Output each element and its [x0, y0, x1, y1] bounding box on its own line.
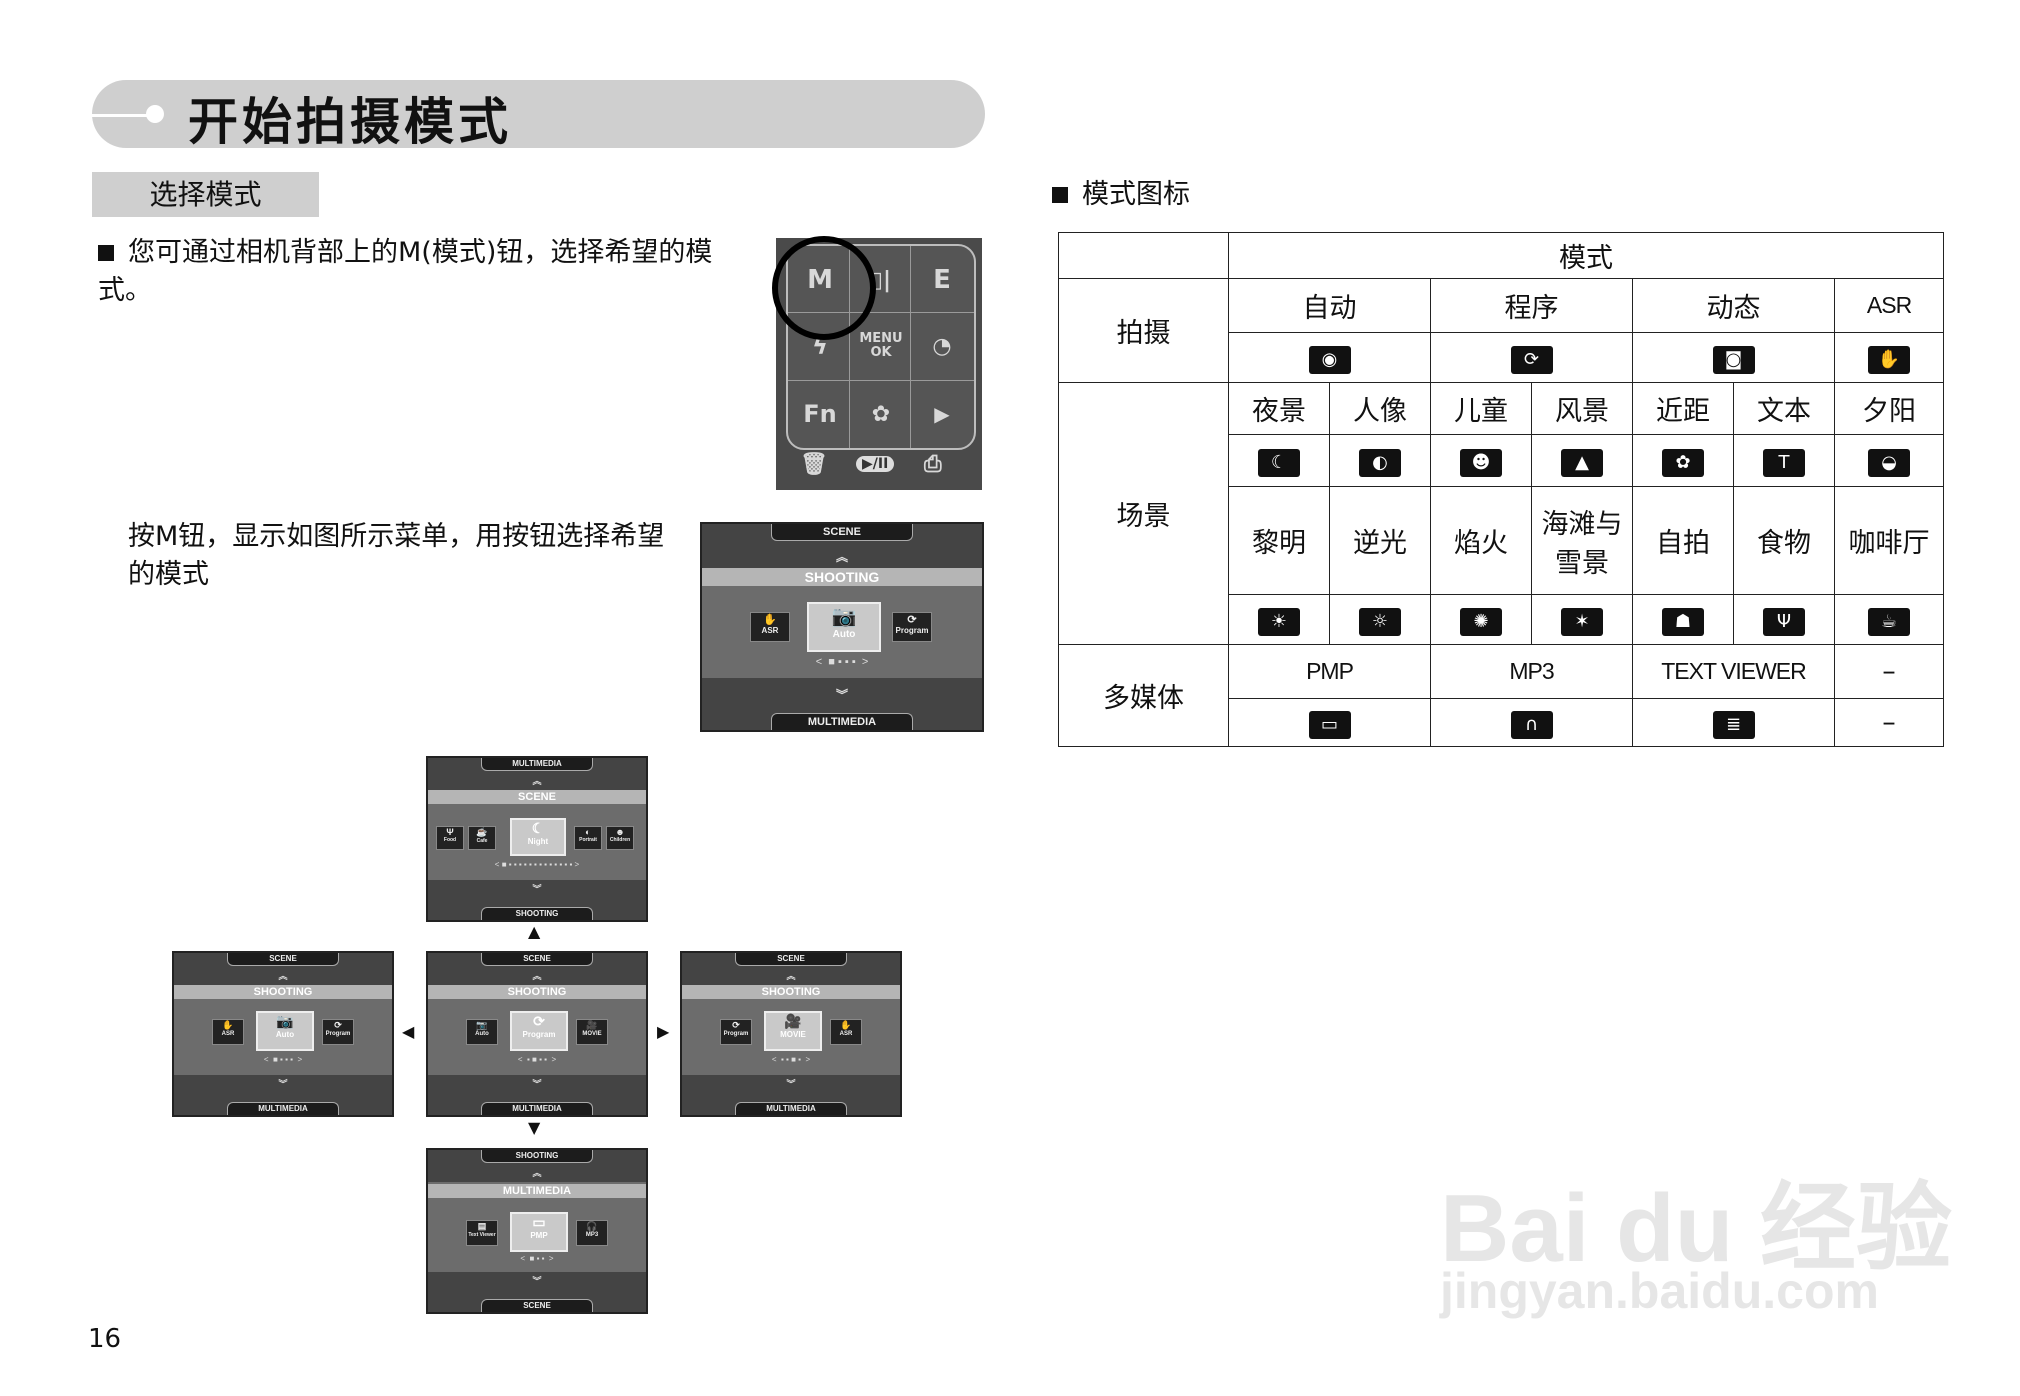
program-icon: ⟳ — [1510, 346, 1553, 374]
multimedia-text-viewer: TEXT VIEWER — [1632, 644, 1835, 699]
scene-backlight: 逆光 — [1329, 486, 1431, 595]
multimedia-empty: – — [1833, 644, 1945, 699]
beach-snow-icon: ✶ — [1561, 608, 1603, 636]
sunset-icon: ◒ — [1868, 449, 1911, 477]
mode-icons-table: 模式 拍摄 自动 程序 动态 ASR ◉ ⟳ ◙ ✋ 场景 夜景 人像 儿童 风… — [1058, 232, 1945, 747]
mode-program: 程序 — [1430, 278, 1633, 333]
row-label-shooting: 拍摄 — [1058, 278, 1229, 383]
dawn-icon: ☀ — [1258, 608, 1300, 636]
backlight-icon: ☼ — [1359, 608, 1401, 636]
scene-food: 食物 — [1733, 486, 1835, 595]
macro-icon[interactable]: ✿ — [871, 401, 891, 427]
lcd-option-right: ⟳Program — [892, 612, 932, 642]
paragraph-1-text: 您可通过相机背部上的M(模式)钮，选择希望的模式。 — [98, 237, 713, 306]
lcd-option-center: 📷Auto — [807, 602, 881, 652]
ok-label: OK — [870, 345, 892, 360]
multimedia-icon-empty: – — [1833, 698, 1945, 747]
mode-movie: 动态 — [1632, 278, 1835, 333]
lcd-middle: SCENE ︽ SHOOTING 📷Auto ⟳Program 🎥MOVIE <… — [426, 951, 648, 1117]
lcd-multimedia: SHOOTING ︽ MULTIMEDIA ▤Text Viewer ▭PMP … — [426, 1148, 648, 1314]
scene-night: 夜景 — [1228, 382, 1330, 435]
mode-auto: 自动 — [1228, 278, 1431, 333]
table-header-mode: 模式 — [1227, 232, 1945, 279]
night-icon: ☾ — [1258, 449, 1300, 477]
text-viewer-icon: ≣ — [1712, 711, 1755, 739]
fireworks-icon: ✺ — [1460, 608, 1502, 636]
scene-closeup: 近距 — [1632, 382, 1734, 435]
menu-ok-button[interactable]: MENU OK — [852, 314, 910, 378]
landscape-icon: ▲ — [1561, 449, 1603, 477]
self-shot-icon: ☗ — [1662, 608, 1704, 636]
lcd-page-dots: < ■ ▪ ▪ ▪ > — [815, 656, 869, 668]
lcd-right: SCENE ︽ SHOOTING ⟳Program 🎥MOVIE ✋ASR < … — [680, 951, 902, 1117]
scene-beach-snow: 海滩与雪景 — [1531, 486, 1633, 595]
watermark-logo: Bai du 经验 — [1440, 1175, 1953, 1282]
row-label-multimedia: 多媒体 — [1058, 644, 1229, 747]
delete-icon[interactable]: 🗑 — [800, 452, 828, 477]
lcd-option-left: ✋ASR — [750, 612, 790, 642]
paragraph-2: 按M钮，显示如图所示菜单，用按钮选择希望的模式 — [128, 521, 665, 590]
camera-icon: ◉ — [1308, 346, 1351, 374]
asr-icon: ✋ — [1868, 346, 1911, 374]
page-number: 16 — [88, 1324, 122, 1354]
multimedia-pmp: PMP — [1228, 644, 1431, 699]
print-icon[interactable]: ⎙ — [924, 452, 942, 477]
multimedia-mp3: MP3 — [1430, 644, 1633, 699]
cafe-icon: ☕ — [1868, 608, 1911, 636]
scene-cafe: 咖啡厅 — [1833, 486, 1945, 595]
fn-button[interactable]: Fn — [803, 400, 837, 428]
title-decor-dot — [146, 105, 164, 123]
up-chevron-icon: ︽ — [835, 550, 849, 564]
page-title: 开始拍摄模式 — [188, 93, 512, 151]
arrow-right-icon: ▶ — [657, 1022, 670, 1041]
down-chevron-icon: ︾ — [835, 688, 849, 702]
scene-sunset: 夕阳 — [1833, 382, 1945, 435]
m-button-highlight-circle — [772, 236, 876, 340]
movie-icon: ◙ — [1712, 346, 1755, 374]
pmp-icon: ▭ — [1308, 711, 1351, 739]
scene-landscape: 风景 — [1531, 382, 1633, 435]
text-icon: T — [1763, 449, 1805, 477]
title-decor-line — [92, 114, 152, 117]
mode-asr: ASR — [1833, 278, 1945, 333]
scene-dawn: 黎明 — [1228, 486, 1330, 595]
section-label: 选择模式 — [92, 172, 319, 217]
closeup-icon: ✿ — [1662, 449, 1704, 477]
watermark-url: jingyan.baidu.com — [1440, 1263, 1879, 1319]
lcd-shooting-main: SCENE ︽ SHOOTING ✋ASR 📷Auto ⟳Program < ■… — [700, 522, 984, 732]
children-icon: ☻ — [1460, 449, 1502, 477]
timer-icon[interactable]: ◔ — [932, 333, 952, 359]
arrow-up-icon: ▲ — [528, 922, 541, 941]
bullet-square-icon — [1052, 187, 1068, 203]
scene-fireworks: 焰火 — [1430, 486, 1532, 595]
play-pause-icon[interactable]: ▶/II — [856, 456, 895, 472]
mode-icons-heading: 模式图标 — [1052, 172, 1190, 211]
paragraph-1: 您可通过相机背部上的M(模式)钮，选择希望的模式。 — [98, 234, 738, 310]
lcd-bottom-tab: MULTIMEDIA — [771, 713, 913, 730]
lcd-left: SCENE ︽ SHOOTING ✋ASR 📷Auto ⟳Program < ■… — [172, 951, 394, 1117]
portrait-icon: ◐ — [1359, 449, 1401, 477]
mp3-icon: ∩ — [1510, 711, 1553, 739]
scene-children: 儿童 — [1430, 382, 1532, 435]
menu-label: MENU — [859, 331, 903, 346]
play-icon[interactable]: ▶ — [934, 402, 950, 426]
bullet-square-icon — [98, 245, 114, 261]
scene-text: 文本 — [1733, 382, 1835, 435]
lcd-top-tab: SCENE — [771, 524, 913, 541]
row-label-scene: 场景 — [1058, 382, 1229, 645]
lcd-band: SHOOTING — [702, 568, 982, 586]
arrow-left-icon: ◀ — [402, 1022, 415, 1041]
title-banner — [92, 80, 985, 148]
scene-self-shot: 自拍 — [1632, 486, 1734, 595]
scene-portrait: 人像 — [1329, 382, 1431, 435]
arrow-down-icon: ▼ — [528, 1118, 541, 1137]
e-button[interactable]: E — [933, 265, 951, 295]
food-icon: Ψ — [1763, 608, 1805, 636]
